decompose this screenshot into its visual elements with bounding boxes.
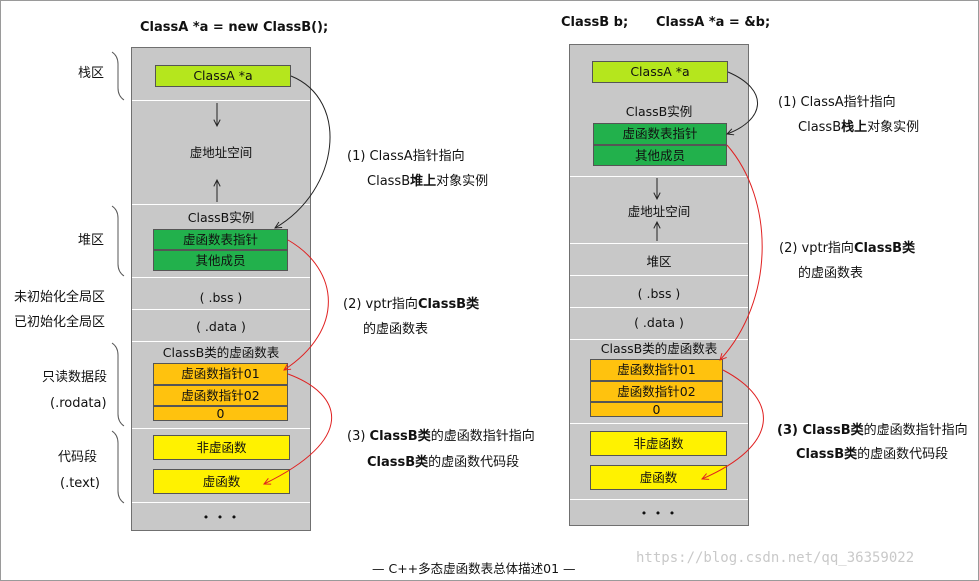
left-divider	[132, 428, 310, 429]
left-note-2b: 的虚函数表	[363, 322, 429, 337]
caption: — C++多态虚函数表总体描述01 —	[372, 561, 576, 576]
right-note-2a: (2) vptr指向ClassB类	[779, 241, 916, 256]
left-vtable-entry-01: 虚函数指针01	[153, 363, 288, 385]
right-divider	[570, 243, 748, 244]
left-vfn-arrow	[264, 373, 333, 484]
right-note-3b: ClassB类的虚函数代码段	[796, 447, 949, 462]
left-divider	[132, 204, 310, 205]
left-vptr-box: 虚函数表指针	[153, 229, 288, 250]
left-label-rodata-sub: (.rodata)	[50, 396, 107, 411]
left-label-bss: 未初始化全局区	[14, 290, 106, 305]
right-note-1a: (1) ClassA指针指向	[778, 95, 896, 110]
right-instance-title: ClassB实例	[625, 104, 693, 119]
right-divider	[570, 176, 748, 177]
left-note-2a: (2) vptr指向ClassB类	[343, 297, 480, 312]
right-divider	[570, 423, 748, 424]
left-vptr-arrow	[284, 239, 329, 370]
left-brace-stack	[111, 51, 125, 101]
right-vtable-entry-02: 虚函数指针02	[590, 381, 723, 402]
left-note-3a: (3) ClassB类的虚函数指针指向	[347, 429, 535, 444]
left-virtual-space: 虚地址空间	[189, 145, 253, 160]
left-brace-text	[111, 430, 125, 504]
left-note-3b: ClassB类的虚函数代码段	[367, 455, 520, 470]
right-bss-segment: ( .bss )	[637, 286, 681, 301]
left-label-data: 已初始化全局区	[14, 315, 106, 330]
left-title: ClassA *a = new ClassB();	[140, 20, 329, 35]
left-vtable-entry-02: 虚函数指针02	[153, 385, 288, 406]
left-divider	[132, 341, 310, 342]
left-data-segment: ( .data )	[196, 319, 246, 334]
left-pointer-box: ClassA *a	[155, 65, 291, 87]
left-label-rodata: 只读数据段	[42, 370, 108, 385]
right-divider	[570, 339, 748, 340]
right-non-virtual-fn: 非虚函数	[590, 431, 727, 456]
right-pointer-box: ClassA *a	[592, 61, 728, 83]
left-other-members-box: 其他成员	[153, 250, 288, 271]
watermark: https://blog.csdn.net/qq_36359022	[636, 550, 915, 566]
right-divider	[570, 307, 748, 308]
left-divider	[132, 277, 310, 278]
right-vfn-arrow	[702, 369, 764, 479]
left-label-stack: 栈区	[78, 66, 105, 81]
left-bss-segment: ( .bss )	[199, 290, 243, 305]
left-instance-title: ClassB实例	[187, 210, 255, 225]
left-vtable-entry-null: 0	[153, 406, 288, 421]
right-vptr-box: 虚函数表指针	[593, 123, 727, 145]
left-non-virtual-fn: 非虚函数	[153, 435, 290, 460]
left-label-text-sub: (.text)	[60, 476, 100, 491]
left-note-1b: ClassB堆上对象实例	[367, 174, 489, 189]
right-virtual-space: 虚地址空间	[627, 204, 691, 219]
right-note-2b: 的虚函数表	[798, 266, 864, 281]
left-label-heap: 堆区	[78, 233, 105, 248]
left-note-1a: (1) ClassA指针指向	[347, 149, 465, 164]
left-vtable-title: ClassB类的虚函数表	[162, 345, 280, 360]
right-data-segment: ( .data )	[634, 315, 684, 330]
right-note-1b: ClassB栈上对象实例	[798, 120, 920, 135]
right-ellipsis: • • •	[640, 507, 678, 520]
right-divider	[570, 275, 748, 276]
right-title-1: ClassB b;	[561, 15, 629, 30]
right-note-3a: (3) ClassB类的虚函数指针指向	[777, 423, 968, 438]
right-divider	[570, 499, 748, 500]
left-divider	[132, 309, 310, 310]
right-vtable-title: ClassB类的虚函数表	[600, 341, 718, 356]
left-brace-heap	[111, 205, 125, 277]
right-other-members-box: 其他成员	[593, 145, 727, 166]
left-divider	[132, 100, 310, 101]
right-title-2: ClassA *a = &b;	[656, 15, 771, 30]
left-brace-rodata	[111, 342, 125, 427]
left-divider	[132, 502, 310, 503]
left-label-text: 代码段	[58, 450, 98, 465]
left-ellipsis: • • •	[202, 511, 240, 524]
left-pointer-arrow	[275, 75, 331, 228]
right-pointer-arrow	[727, 71, 758, 134]
right-vtable-entry-null: 0	[590, 402, 723, 417]
right-vtable-entry-01: 虚函数指针01	[590, 359, 723, 381]
right-vptr-arrow	[720, 144, 763, 360]
right-heap: 堆区	[646, 254, 672, 269]
